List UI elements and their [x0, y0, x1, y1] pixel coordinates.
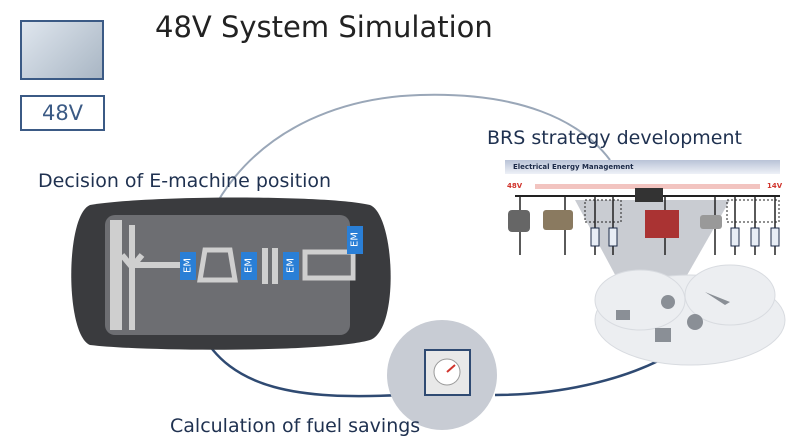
em-badge: EM [347, 226, 363, 254]
circuit-diagram [508, 184, 780, 255]
car-thumbnail [20, 20, 104, 80]
brs-label: BRS strategy development [487, 127, 742, 149]
em-badge: EM [283, 252, 299, 280]
em-badge: EM [180, 252, 196, 280]
page-title: 48V System Simulation [155, 10, 493, 44]
car-top-view [71, 197, 391, 350]
panel-header: Electrical Energy Management [505, 160, 780, 174]
fuel-label: Calculation of fuel savings [170, 415, 421, 437]
voltage-48v: 48V [507, 182, 523, 190]
left-bottom-arc [198, 329, 401, 398]
voltage-14v: 14V [767, 182, 783, 190]
em-badge: EM [241, 252, 257, 280]
energy-management-panel: Electrical Energy Management 48V 14V [505, 160, 785, 260]
component-icons [616, 292, 730, 342]
emachine-label: Decision of E-machine position [38, 170, 332, 192]
48v-badge: 48V [20, 95, 105, 131]
fuel-gauge-icon [424, 349, 471, 396]
right-bottom-arc [494, 358, 661, 397]
